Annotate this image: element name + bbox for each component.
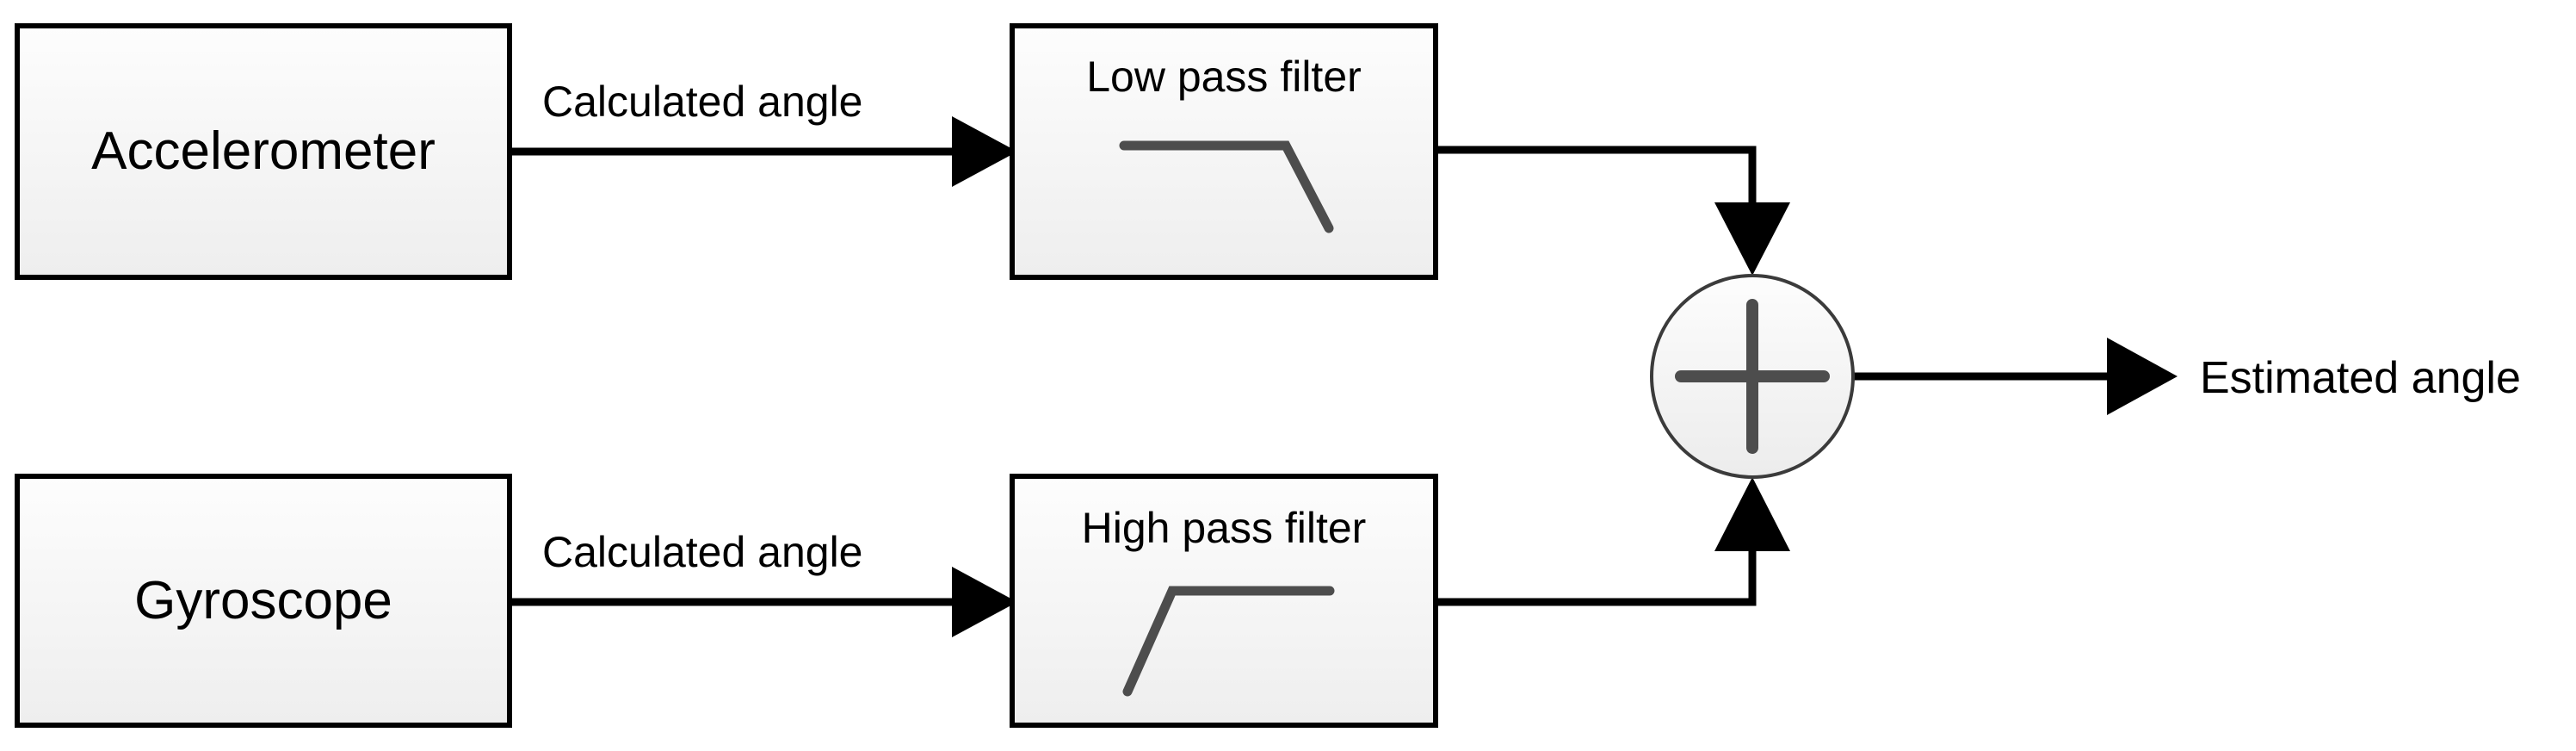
- block-gyroscope[interactable]: Gyroscope: [15, 474, 512, 728]
- high-pass-filter-box[interactable]: [1010, 474, 1438, 728]
- high-pass-response-curve-icon: [1122, 586, 1335, 697]
- wire-lpf-to-sum: [1436, 146, 1757, 215]
- edge-summing-junction-to-output: [1849, 338, 2178, 415]
- block-low-pass-filter[interactable]: Low pass filter: [1010, 23, 1438, 280]
- low-pass-filter-label: Low pass filter: [1086, 53, 1362, 101]
- arrowhead-down-icon: [1714, 202, 1790, 276]
- accelerometer-box[interactable]: [15, 23, 512, 280]
- accelerometer-label: Accelerometer: [91, 121, 436, 181]
- low-pass-response-curve-icon: [1119, 140, 1334, 233]
- edge-label-accel-to-lpf: Calculated angle: [542, 78, 863, 126]
- output-label-estimated-angle: Estimated angle: [2200, 353, 2521, 403]
- gyroscope-box[interactable]: [15, 474, 512, 728]
- edge-low-pass-filter-to-summing-junction: [1436, 146, 1790, 276]
- block-accelerometer[interactable]: Accelerometer: [15, 23, 512, 280]
- arrowhead-right-icon: [952, 116, 1017, 187]
- block-high-pass-filter[interactable]: High pass filter: [1010, 474, 1438, 728]
- high-pass-filter-label: High pass filter: [1082, 504, 1367, 552]
- edge-label-gyro-to-hpf: Calculated angle: [542, 528, 863, 576]
- arrowhead-up-icon: [1714, 477, 1790, 551]
- wire-hpf-to-sum: [1436, 543, 1757, 606]
- low-pass-filter-box[interactable]: [1010, 23, 1438, 280]
- summing-junction[interactable]: [1650, 274, 1855, 479]
- edge-accelerometer-to-low-pass-filter: [510, 116, 1017, 187]
- arrowhead-right-icon: [2107, 338, 2178, 415]
- edge-high-pass-filter-to-summing-junction: [1436, 477, 1790, 606]
- edge-gyroscope-to-high-pass-filter: [510, 567, 1017, 637]
- arrowhead-right-icon: [952, 567, 1017, 637]
- gyroscope-label: Gyroscope: [134, 571, 392, 630]
